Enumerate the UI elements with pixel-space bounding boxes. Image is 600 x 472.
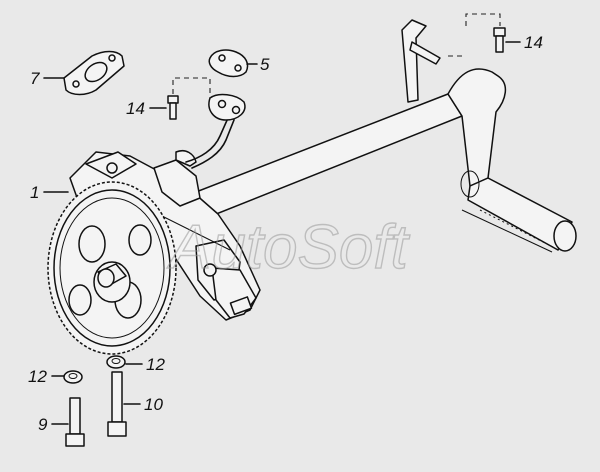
- bolt-10: [107, 371, 127, 437]
- callout-5: 5: [260, 55, 270, 74]
- callout-12-left: 12: [28, 367, 47, 386]
- washer-12-left: [63, 370, 83, 384]
- callout-7: 7: [30, 69, 40, 88]
- bolt-14-left: [167, 95, 179, 120]
- washer-12-right: [106, 355, 126, 369]
- callout-9: 9: [38, 415, 48, 434]
- bolt-14-right: [493, 27, 506, 53]
- callout-14-left: 14: [126, 99, 145, 118]
- gasket: [63, 50, 125, 96]
- pipe-bracket: [401, 19, 441, 103]
- drive-gear: [47, 181, 177, 355]
- gasket-small: [208, 49, 249, 78]
- suction-pipe: [159, 68, 577, 253]
- callout-10: 10: [144, 395, 163, 414]
- callout-1: 1: [30, 183, 39, 202]
- watermark-text: AutoSoft: [166, 213, 411, 282]
- callout-12-right: 12: [146, 355, 165, 374]
- callout-14-right: 14: [524, 33, 543, 52]
- bolt-9: [65, 397, 85, 447]
- oil-line-tube: [185, 93, 246, 169]
- leader-lines: [43, 13, 521, 425]
